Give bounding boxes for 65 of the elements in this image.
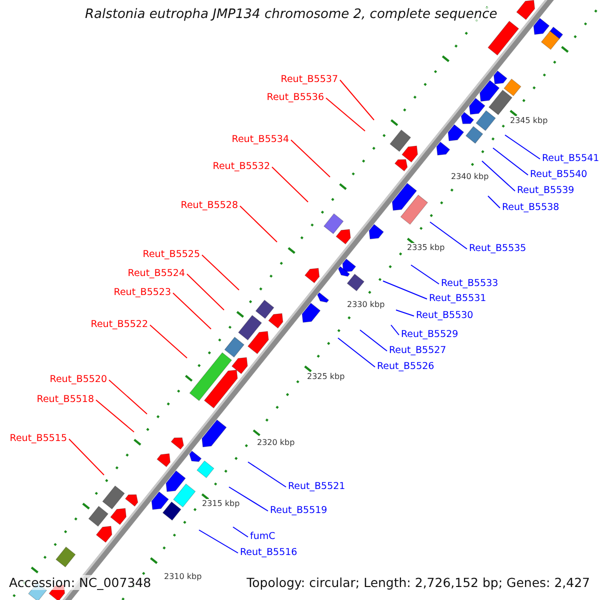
leader-line <box>228 486 268 512</box>
leader-line <box>186 274 224 310</box>
gene-label: Reut_B5516 <box>240 547 298 558</box>
leader-line <box>96 400 134 432</box>
leader-line <box>382 280 428 300</box>
leader-line <box>410 264 440 284</box>
gene-label: Reut_B5531 <box>429 293 486 304</box>
leader-line <box>68 438 104 476</box>
leader-line <box>150 324 188 358</box>
tick-label: 2345 kbp <box>510 116 548 125</box>
tick-label: 2325 kbp <box>307 372 345 381</box>
gene-label: Reut_B5522 <box>90 319 148 330</box>
gene-label: Reut_B5538 <box>502 202 560 213</box>
accession-text: Accession: NC_007348 <box>9 575 152 590</box>
gene-label: Reut_B5518 <box>36 394 94 405</box>
gene-label: Reut_B5515 <box>10 433 67 444</box>
leader-line <box>338 338 376 368</box>
gene-label: Reut_B5540 <box>530 169 588 180</box>
tick-label: 2330 kbp <box>347 300 385 309</box>
leader-line <box>172 292 212 330</box>
leader-line <box>232 526 248 538</box>
tick-label: 2315 kbp <box>202 499 240 508</box>
gene-label: Reut_B5541 <box>542 153 600 164</box>
leader-line <box>326 98 366 132</box>
leader-line <box>430 222 468 250</box>
gene-label: Reut_B5530 <box>416 310 474 321</box>
gene-label: Reut_B5525 <box>142 249 200 260</box>
tick-label: 2340 kbp <box>451 172 489 181</box>
gene-label: Reut_B5532 <box>212 161 270 172</box>
gene-label: Reut_B5527 <box>389 345 446 356</box>
leader-line <box>248 462 286 488</box>
gene-label: Reut_B5533 <box>441 278 498 289</box>
leader-line <box>360 330 388 352</box>
leader-line <box>492 148 528 176</box>
tick-label: 2335 kbp <box>407 243 445 252</box>
gene-label: Reut_B5537 <box>280 74 338 85</box>
gene-label: Reut_B5528 <box>180 200 238 211</box>
gene-label: Reut_B5519 <box>270 505 328 516</box>
leader-line <box>290 140 330 178</box>
leader-line <box>240 206 278 242</box>
leader-line <box>488 196 500 208</box>
gene-label: Reut_B5521 <box>288 481 346 492</box>
leader-line <box>272 166 308 202</box>
tick-label: 2320 kbp <box>257 438 295 447</box>
tick-label: 2310 kbp <box>164 572 202 581</box>
gene-label: Reut_B5535 <box>469 243 526 254</box>
gene-label: Reut_B5534 <box>232 134 289 145</box>
leader-line <box>396 310 414 316</box>
title: Ralstonia eutropha JMP134 chromosome 2, complete sequence <box>85 7 498 22</box>
gene-label: Reut_B5529 <box>401 329 458 340</box>
gene-label: Reut_B5526 <box>377 361 434 372</box>
leader-line <box>198 530 238 554</box>
leader-line <box>108 380 148 414</box>
gene-label: Reut_B5536 <box>266 92 324 103</box>
leader-line <box>482 160 516 192</box>
gene-label: Reut_B5523 <box>114 287 171 298</box>
gene-label: Reut_B5539 <box>517 185 574 196</box>
leader-line <box>202 254 240 290</box>
leader-line <box>340 80 374 120</box>
leader-line <box>504 134 540 160</box>
gene-label: fumC <box>250 531 276 542</box>
topology-text: Topology: circular; Length: 2,726,152 bp; Genes: 2,427 <box>246 575 590 590</box>
leader-line <box>390 324 400 336</box>
gene-label: Reut_B5524 <box>128 268 185 279</box>
gene-label: Reut_B5520 <box>50 374 107 385</box>
